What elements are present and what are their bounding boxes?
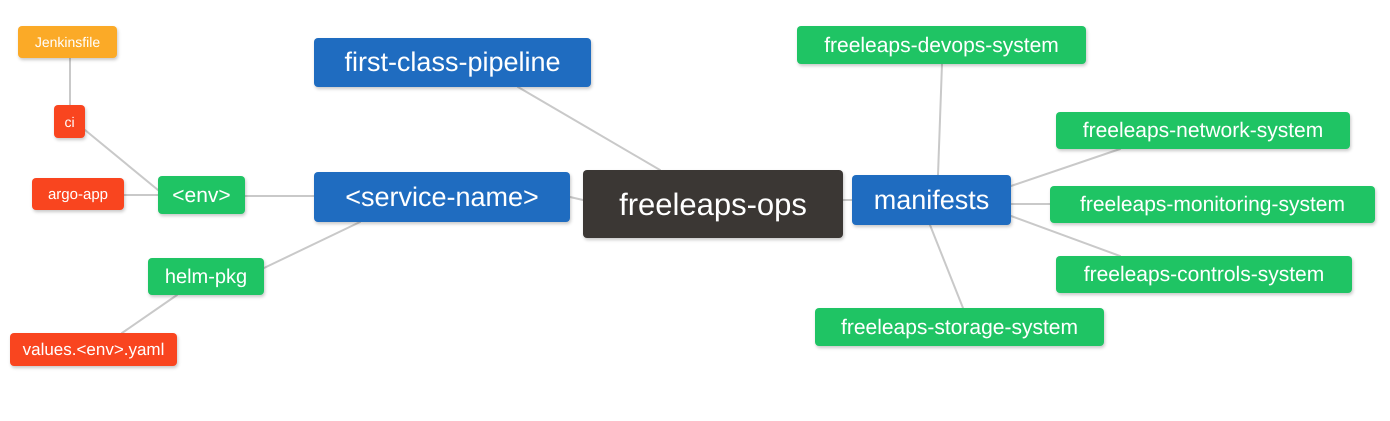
node-label: <service-name> <box>345 181 539 212</box>
node-label: manifests <box>873 184 990 215</box>
node-label: <env> <box>172 183 231 207</box>
node-env[interactable]: <env> <box>158 176 245 214</box>
node-helm-pkg[interactable]: helm-pkg <box>148 258 264 295</box>
node-freeleaps-ops[interactable]: freeleaps-ops <box>583 170 843 238</box>
node-freeleaps-storage-system[interactable]: freeleaps-storage-system <box>815 308 1104 346</box>
node-manifests[interactable]: manifests <box>852 175 1011 225</box>
node-ci[interactable]: ci <box>54 105 85 138</box>
node-label: values.<env>.yaml <box>22 340 165 359</box>
edge-manifests-to-freeleaps-storage-system <box>929 224 964 309</box>
edge-helm-pkg-to-service-name <box>263 221 361 269</box>
node-label: freeleaps-devops-system <box>824 33 1059 57</box>
node-label: ci <box>64 113 75 130</box>
edge-manifests-to-freeleaps-network-system <box>1010 148 1121 187</box>
node-first-class-pipeline[interactable]: first-class-pipeline <box>314 38 591 87</box>
edge-values-env-yaml-to-helm-pkg <box>121 294 178 334</box>
edge-ci-to-env <box>84 129 159 191</box>
node-service-name[interactable]: <service-name> <box>314 172 570 222</box>
node-label: Jenkinsfile <box>34 34 101 50</box>
node-freeleaps-devops-system[interactable]: freeleaps-devops-system <box>797 26 1086 64</box>
node-label: freeleaps-monitoring-system <box>1080 193 1345 216</box>
edge-manifests-to-freeleaps-controls-system <box>1010 215 1121 257</box>
node-label: freeleaps-storage-system <box>841 315 1078 339</box>
node-freeleaps-controls-system[interactable]: freeleaps-controls-system <box>1056 256 1352 293</box>
edge-manifests-to-freeleaps-devops-system <box>937 63 943 176</box>
node-label: freeleaps-controls-system <box>1083 263 1325 286</box>
node-label: argo-app <box>47 185 109 203</box>
node-jenkinsfile[interactable]: Jenkinsfile <box>18 26 117 58</box>
edge-first-class-pipeline-to-freeleaps-ops <box>517 86 661 171</box>
node-label: helm-pkg <box>164 265 248 288</box>
node-values-env-yaml[interactable]: values.<env>.yaml <box>10 333 177 366</box>
node-label: first-class-pipeline <box>344 47 561 77</box>
node-label: freeleaps-network-system <box>1082 119 1324 142</box>
edge-service-name-to-freeleaps-ops <box>569 196 584 201</box>
node-freeleaps-monitoring-system[interactable]: freeleaps-monitoring-system <box>1050 186 1375 223</box>
node-freeleaps-network-system[interactable]: freeleaps-network-system <box>1056 112 1350 149</box>
node-argo-app[interactable]: argo-app <box>32 178 124 210</box>
node-label: freeleaps-ops <box>619 186 807 222</box>
